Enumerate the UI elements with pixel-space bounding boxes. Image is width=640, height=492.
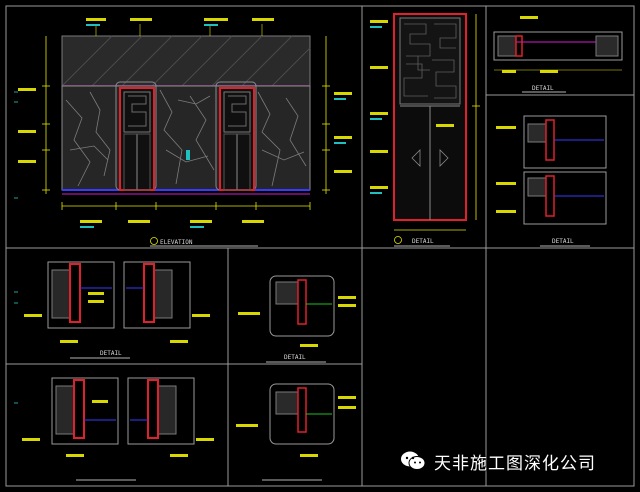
door-detail-view	[370, 13, 480, 231]
elevator-door-left	[115, 81, 157, 191]
detail-b-title-text: DETAIL	[532, 85, 554, 92]
elevation-title: ELEVATION	[150, 237, 258, 247]
detail-a-title-text: DETAIL	[412, 238, 434, 245]
elevator-door-right	[215, 81, 257, 191]
marble-veins	[65, 89, 307, 187]
watermark: 天非施工图深化公司	[400, 444, 636, 478]
detail-d-title-text: DETAIL	[100, 350, 122, 357]
detail-bottom-middle: DETAIL	[236, 275, 356, 481]
elevation-title-text: ELEVATION	[160, 239, 193, 246]
detail-bottom-left: DETAIL	[22, 261, 214, 481]
watermark-text: 天非施工图深化公司	[434, 453, 596, 474]
elevation-view	[18, 18, 352, 228]
detail-a-title: DETAIL	[394, 236, 450, 247]
detail-e-title-text: DETAIL	[284, 354, 306, 361]
sheet-frame	[5, 5, 635, 487]
wechat-icon	[401, 451, 426, 470]
left-ruler	[14, 91, 18, 404]
section-top-right: DETAIL	[493, 16, 623, 93]
section-mid-right: DETAIL	[496, 115, 607, 247]
call-button-panel	[186, 150, 190, 160]
detail-c-title-text: DETAIL	[552, 238, 574, 245]
